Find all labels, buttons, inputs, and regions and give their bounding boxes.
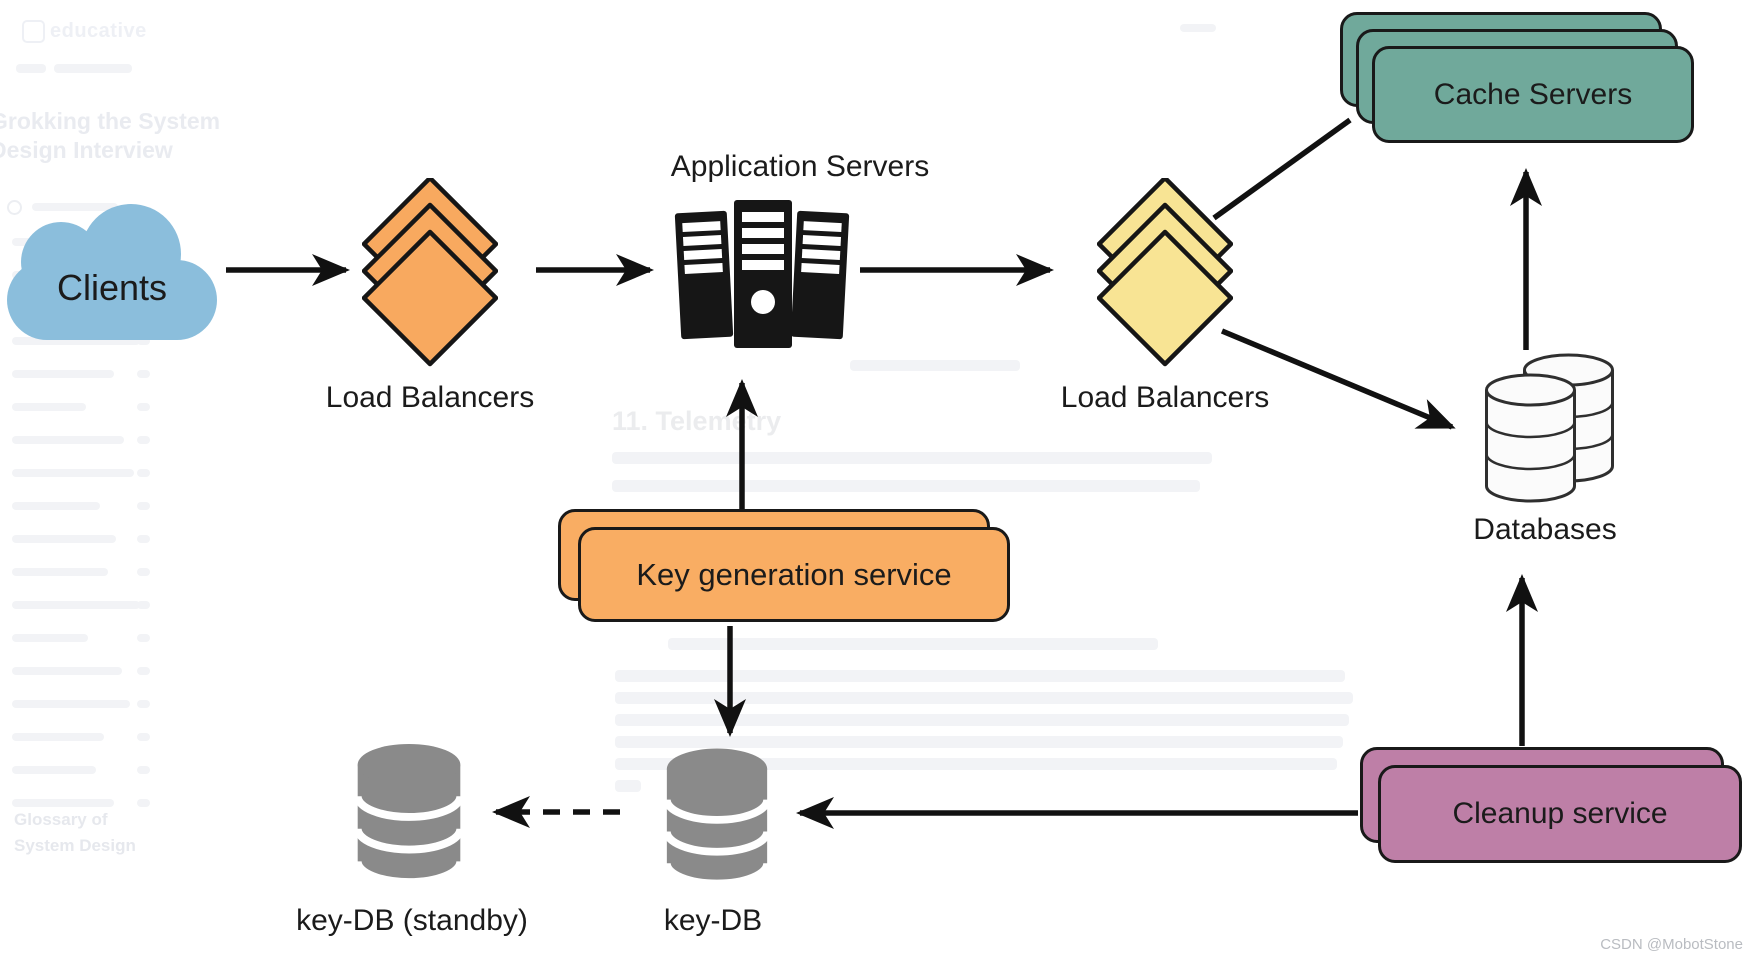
sidebar-item-placeholder <box>12 403 86 411</box>
load-balancers-2-label: Load Balancers <box>1060 381 1270 414</box>
databases-cylinder-front <box>1483 373 1578 508</box>
sidebar-item-placeholder <box>12 700 130 708</box>
key-db-label: key-DB <box>663 904 763 937</box>
educative-logo-text: educative <box>50 20 147 42</box>
key-generation-service-label: Key generation service <box>636 557 952 592</box>
paragraph-line <box>612 452 1212 464</box>
sidebar-item-meta-placeholder <box>137 634 150 642</box>
sidebar-item-placeholder <box>12 733 104 741</box>
sidebar-item-meta-placeholder <box>137 799 150 807</box>
sidebar-item-placeholder <box>12 766 96 774</box>
text-line-placeholder <box>850 360 1020 371</box>
sidebar-item-meta-placeholder <box>137 700 150 708</box>
sidebar-item-placeholder <box>12 667 122 675</box>
key-db-standby-label: key-DB (standby) <box>296 904 528 937</box>
clients-node <box>7 202 221 342</box>
sidebar-item-placeholder <box>12 337 140 345</box>
sidebar-footer-line1: Glossary of <box>14 810 108 829</box>
paragraph-line <box>668 638 1158 650</box>
load-balancer-icon <box>361 175 499 367</box>
sidebar-item-meta-placeholder <box>137 502 150 510</box>
sidebar-footer-line2: System Design <box>14 836 136 855</box>
sidebar-item-meta-placeholder <box>137 766 150 774</box>
cache-servers-label: Cache Servers <box>1433 78 1633 111</box>
load-balancers-1-node <box>361 175 499 373</box>
sidebar-item-meta-placeholder <box>137 337 150 345</box>
key-db-node <box>663 743 771 896</box>
clients-label: Clients <box>56 267 168 308</box>
sidebar-item-placeholder <box>12 799 114 807</box>
course-title-line1: Grokking the System <box>0 108 221 134</box>
application-servers-label: Application Servers <box>670 150 930 183</box>
edge-lb2-cache <box>1212 117 1352 221</box>
application-servers-node <box>672 200 852 357</box>
cache-servers-box-front <box>1372 46 1694 143</box>
breadcrumb-placeholder <box>16 64 46 73</box>
databases-label: Databases <box>1473 513 1617 546</box>
cleanup-service-label: Cleanup service <box>1452 797 1668 830</box>
paragraph-line <box>615 758 1337 770</box>
sidebar-item-placeholder <box>12 502 100 510</box>
sidebar-item-placeholder <box>12 370 114 378</box>
key-generation-box-front <box>578 527 1010 622</box>
search-placeholder-bar <box>32 203 118 211</box>
cloud-icon <box>7 204 217 340</box>
key-db-icon <box>353 743 465 887</box>
sidebar-item-placeholder <box>12 436 124 444</box>
sidebar-item-placeholder <box>12 535 116 543</box>
sidebar-item-placeholder <box>12 601 140 609</box>
paragraph-line <box>615 714 1349 726</box>
sidebar-item-placeholder <box>12 469 134 477</box>
server-rack-icon <box>674 200 850 348</box>
sidebar-item-placeholder <box>12 568 108 576</box>
educative-logo-icon <box>22 20 45 43</box>
breadcrumb-placeholder <box>54 64 132 73</box>
search-icon <box>7 200 22 215</box>
load-balancers-1-label: Load Balancers <box>325 381 535 414</box>
database-icon <box>1485 373 1576 503</box>
cleanup-service-box-front <box>1378 765 1742 863</box>
sidebar-item-meta-placeholder <box>137 601 150 609</box>
sidebar-item-meta-placeholder <box>137 733 150 741</box>
load-balancers-2-node <box>1096 175 1234 373</box>
sidebar-item-meta-placeholder <box>137 469 150 477</box>
paragraph-line <box>612 480 1200 492</box>
paragraph-line <box>615 692 1353 704</box>
key-db-standby-node <box>352 740 466 893</box>
sidebar-item-meta-placeholder <box>137 403 150 411</box>
sidebar-item-meta-placeholder <box>137 370 150 378</box>
course-title-line2: Design Interview <box>0 137 173 163</box>
sidebar-item-meta-placeholder <box>137 436 150 444</box>
watermark: CSDN @MobotStone <box>1600 936 1743 953</box>
sidebar-item-meta-placeholder <box>137 667 150 675</box>
paragraph-line <box>615 670 1345 682</box>
key-db-icon <box>663 748 771 888</box>
paragraph-line <box>615 780 641 792</box>
paragraph-line <box>615 736 1343 748</box>
load-balancer-icon <box>1096 175 1234 367</box>
edge-lb2-databases <box>1220 328 1456 430</box>
sidebar-item-meta-placeholder <box>137 568 150 576</box>
sidebar-item-meta-placeholder <box>137 535 150 543</box>
sidebar-item-placeholder <box>12 634 88 642</box>
topbar-placeholder <box>1180 24 1216 32</box>
